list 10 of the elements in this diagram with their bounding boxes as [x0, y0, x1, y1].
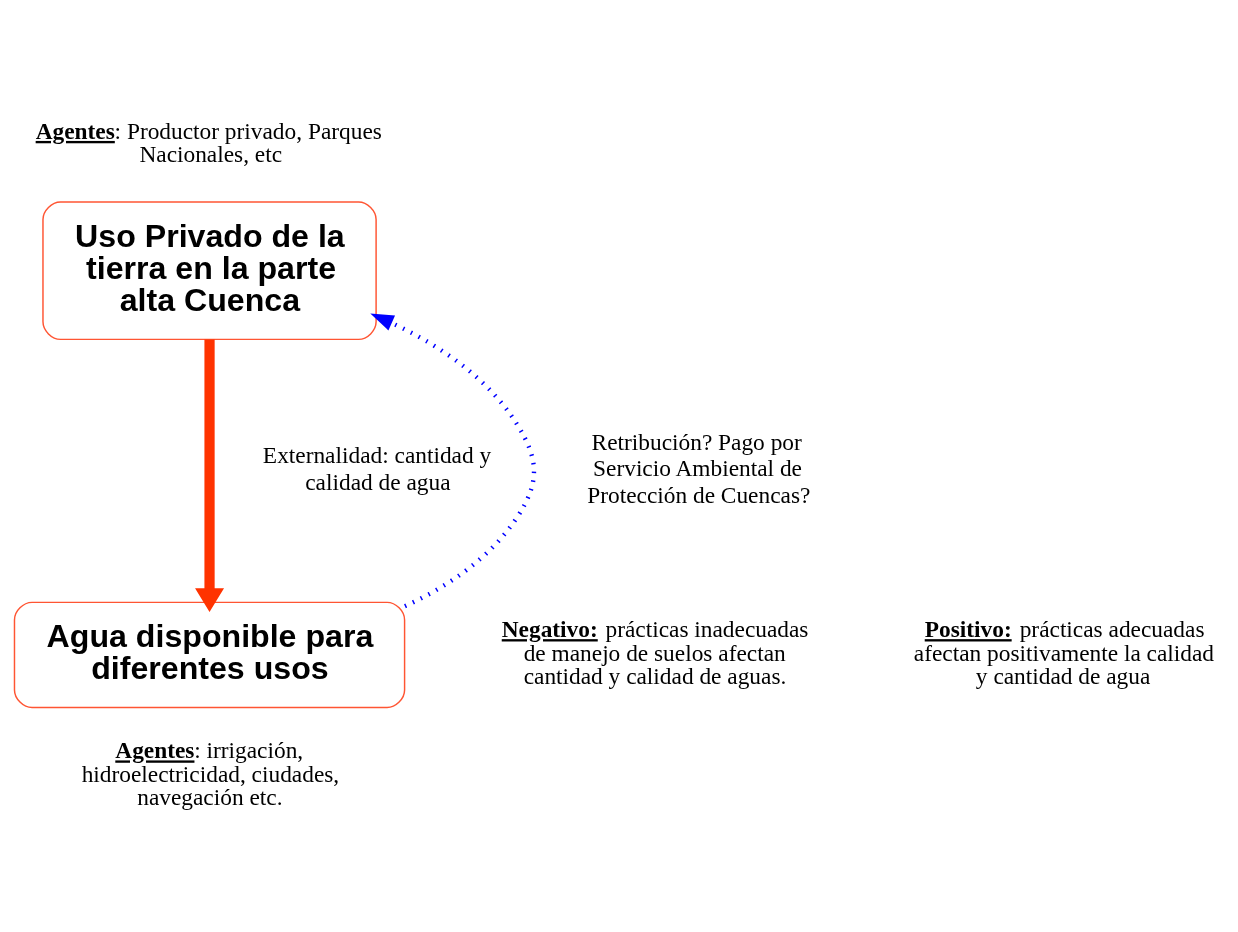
- node-label: Agentes: Productor privado, Parques Nacionales, etc: [35, 117, 382, 167]
- edge-label: Externalidad: cantidad y calidad de agua: [262, 441, 492, 495]
- label: Positivo: prácticas adecuadas afectan positivamente la calidad y cantidad de agua: [913, 615, 1215, 689]
- node-box: Agua disponible para diferentes usos: [13, 601, 406, 708]
- arrow: [195, 339, 225, 612]
- node-box: Uso Privado de la tierra en la parte alta Cuenca: [42, 200, 377, 340]
- edge-label: Retribución? Pago por Servicio Ambiental de Protección de Cuencas?: [587, 428, 811, 508]
- label: Negativo: prácticas inadecuadas de manejo de suelos afectan cantidad y calidad de aguas.: [501, 615, 809, 689]
- node-label: Agentes: irrigación, hidroelectricidad, ciudades, navegación etc.: [81, 736, 340, 810]
- arrow: [370, 313, 537, 608]
